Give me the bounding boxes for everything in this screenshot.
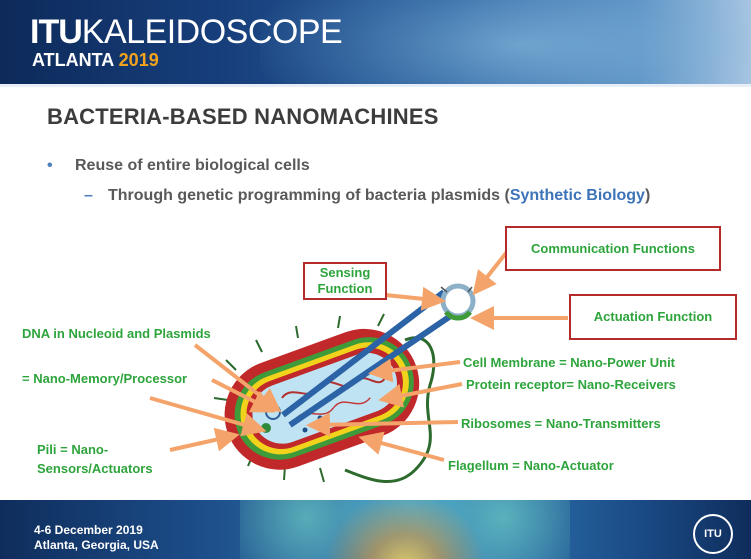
logo-year: 2019	[118, 50, 159, 70]
bullet-text: Reuse of entire biological cells	[75, 157, 310, 174]
arrow-flagellum	[358, 431, 445, 462]
event-date: 4-6 December 2019	[34, 523, 143, 537]
bacteria-cell	[224, 328, 420, 470]
arrow-pili-lower	[169, 427, 240, 452]
cell-membrane-green	[234, 337, 414, 460]
dna-label: DNA in Nucleoid and Plasmids	[22, 326, 211, 341]
nucleoid-dna	[281, 377, 386, 399]
synthetic-biology-highlight: Synthetic Biology	[509, 187, 645, 204]
signal-rod-upper	[281, 289, 446, 418]
actuation-function-label: Actuation Function	[593, 309, 713, 324]
cell-membrane-inner	[246, 347, 403, 450]
itu-logo-text: ITU	[704, 528, 722, 540]
cell-wall-outer	[224, 328, 420, 470]
footer-banner	[0, 500, 751, 559]
logo-city: ATLANTA	[32, 50, 114, 70]
arrow-dna	[193, 343, 282, 413]
slide-title: BACTERIA-BASED NANOMACHINES	[47, 104, 439, 129]
communication-functions-label: Communication Functions	[531, 240, 695, 256]
receptor-tick	[467, 286, 473, 293]
arrow-membrane	[368, 358, 461, 383]
pili-label-line2: Sensors/Actuators	[37, 461, 153, 476]
event-dates: 4-6 December 2019 Atlanta, Georgia, USA	[34, 523, 159, 553]
arrow-receptor	[378, 382, 463, 408]
signal-rod-lower	[288, 312, 454, 428]
communication-functions-box: Communication Functions	[505, 226, 721, 271]
bullet-marker: •	[47, 157, 53, 174]
event-logo: ITUKALEIDOSCOPE	[30, 13, 343, 51]
sub-bullet-marker: –	[84, 187, 93, 204]
arrow-pili	[149, 396, 267, 437]
actuation-function-box: Actuation Function	[569, 294, 737, 340]
nucleoid-dna-2	[294, 397, 371, 421]
pili	[213, 313, 385, 483]
receptor-tick	[440, 286, 448, 293]
sub-bullet-suffix: )	[644, 187, 651, 204]
protein-receptor-ring	[440, 283, 476, 319]
flagellum	[344, 336, 436, 484]
ribosome	[302, 427, 308, 433]
itu-globe-icon: ITU	[693, 514, 733, 554]
sensing-function-box: Sensing Function	[303, 262, 387, 300]
bullet-reuse-cells: • Reuse of entire biological cells	[47, 157, 310, 175]
event-location: ATLANTA 2019	[32, 50, 159, 70]
pili-label-line1: Pili = Nano-	[37, 442, 109, 457]
cytoplasm	[252, 352, 397, 444]
cell-membrane-label: Cell Membrane = Nano-Power Unit	[463, 355, 676, 370]
header-divider	[0, 84, 751, 87]
banner-glow	[260, 0, 751, 84]
ribosomes-label: Ribosomes = Nano-Transmitters	[461, 416, 661, 431]
sensing-label-line1: Sensing	[319, 265, 371, 280]
sensing-label-line2: Function	[317, 281, 373, 296]
receptor-ring-accent	[444, 310, 472, 321]
sub-bullet-genetic-programming: –Through genetic programming of bacteria…	[84, 187, 650, 205]
protein-receptor-label: Protein receptor= Nano-Receivers	[466, 377, 676, 392]
sub-bullet-prefix: Through genetic programming of bacteria …	[108, 187, 510, 204]
ribosome	[261, 423, 271, 433]
flagellum-label: Flagellum = Nano-Actuator	[448, 458, 614, 473]
arrow-memory	[211, 378, 276, 413]
cell-membrane-yellow	[240, 342, 409, 455]
ribosome	[317, 415, 323, 421]
header-banner: ITUKALEIDOSCOPE ATLANTA 2019	[0, 0, 751, 84]
event-venue: Atlanta, Georgia, USA	[34, 538, 159, 552]
logo-kaleidoscope: KALEIDOSCOPE	[81, 13, 343, 51]
plasmid	[265, 404, 281, 420]
memory-processor-label: = Nano-Memory/Processor	[22, 371, 188, 386]
footer-kaleidoscope-pattern	[240, 500, 570, 559]
arrow-ribosomes	[306, 412, 459, 437]
logo-itu: ITU	[30, 13, 83, 51]
